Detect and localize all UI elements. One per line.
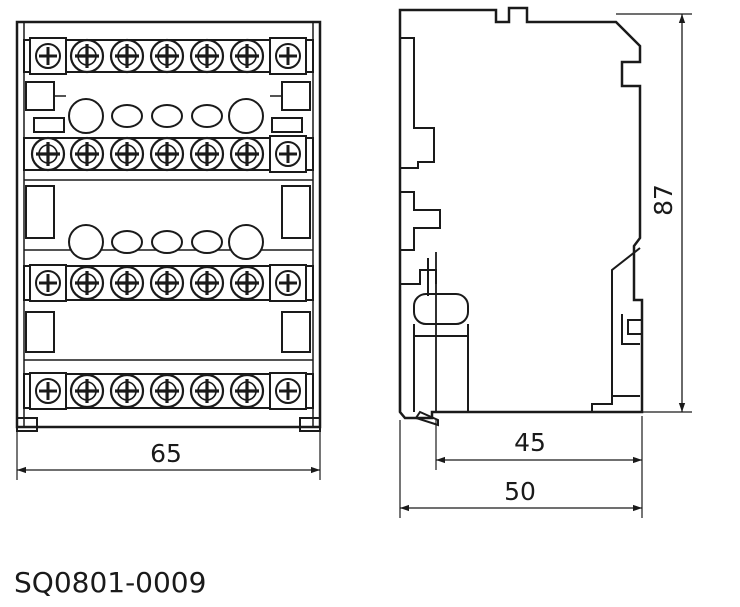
height-dimension <box>616 13 692 413</box>
side-view <box>398 6 644 427</box>
front-view <box>15 20 322 432</box>
width-dimension-label: 65 <box>150 439 182 468</box>
total-depth-dimension <box>399 420 643 518</box>
product-code: SQ0801-0009 <box>14 566 206 599</box>
height-dimension-label: 87 <box>649 184 678 216</box>
total-depth-dimension-label: 50 <box>504 477 536 506</box>
width-dimension <box>16 432 321 480</box>
inner-depth-dimension <box>435 416 643 470</box>
inner-depth-dimension-label: 45 <box>514 428 546 457</box>
